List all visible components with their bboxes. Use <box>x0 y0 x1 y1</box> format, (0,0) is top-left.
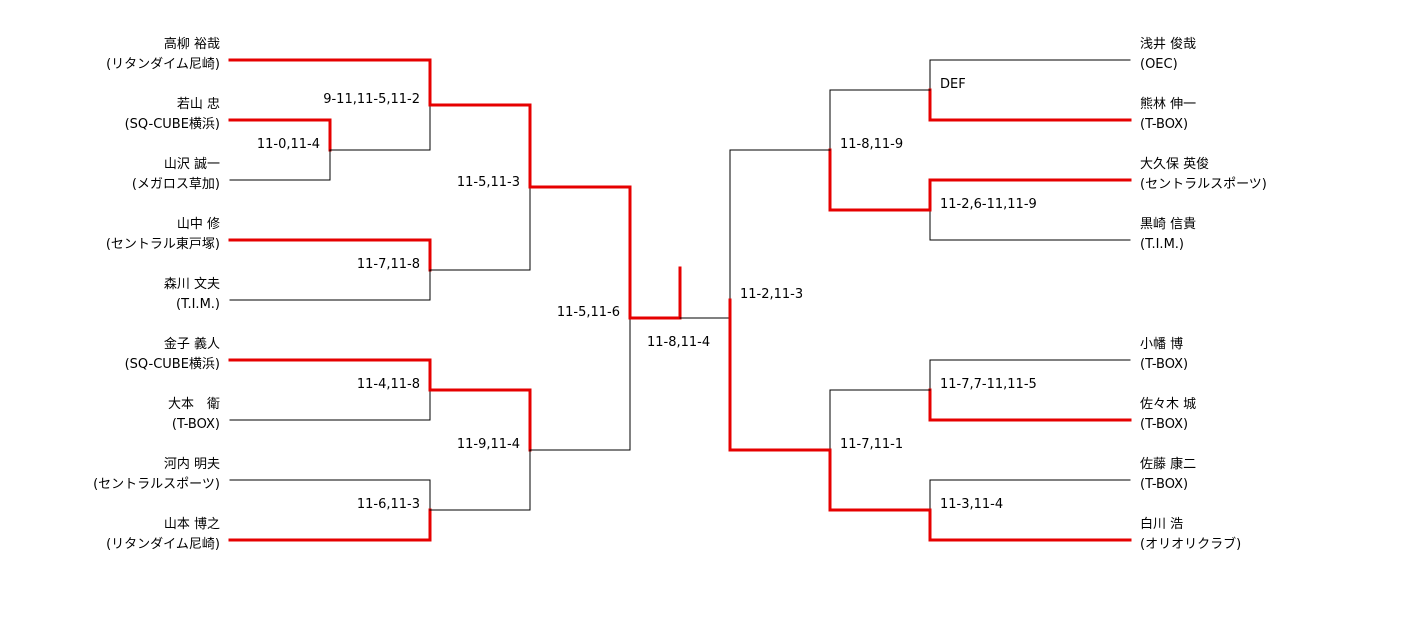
player-name: 佐々木 城 <box>1140 397 1197 412</box>
player-team: (オリオリクラブ) <box>1140 537 1242 552</box>
score-left-r2-1: 11-5,11-3 <box>456 175 520 190</box>
player-left-1: 高柳 裕哉 (リタンダイム尼崎) <box>5 35 220 75</box>
player-name: 山沢 誠一 <box>163 157 220 172</box>
player-right-5: 小幡 博 (T-BOX) <box>1140 335 1400 375</box>
player-team: (メガロス草加) <box>131 177 220 192</box>
player-team: (SQ-CUBE横浜) <box>124 357 220 372</box>
player-name: 小幡 博 <box>1140 337 1184 352</box>
player-name: 白川 浩 <box>1140 517 1184 532</box>
player-left-3: 山沢 誠一 (メガロス草加) <box>5 155 220 195</box>
player-name: 佐藤 康二 <box>1140 457 1197 472</box>
player-name: 森川 文夫 <box>163 277 220 292</box>
player-team: (セントラルスポーツ) <box>93 477 220 492</box>
score-left-r1-2: 11-7,11-8 <box>356 257 420 272</box>
player-right-4: 黒崎 信貴 (T.I.M.) <box>1140 215 1400 255</box>
player-name: 黒崎 信貴 <box>1140 217 1197 232</box>
player-team: (セントラル東戸塚) <box>105 237 220 252</box>
player-name: 浅井 俊哉 <box>1140 37 1197 52</box>
player-left-4: 山中 修 (セントラル東戸塚) <box>5 215 220 255</box>
score-left-r2-2: 11-9,11-4 <box>456 437 520 452</box>
player-right-2: 熊林 伸一 (T-BOX) <box>1140 95 1400 135</box>
score-right-r1-3: 11-7,7-11,11-5 <box>940 377 1037 392</box>
player-name: 熊林 伸一 <box>1140 97 1197 112</box>
score-right-r2-1: 11-8,11-9 <box>840 137 904 152</box>
player-right-7: 佐藤 康二 (T-BOX) <box>1140 455 1400 495</box>
score-right-semi: 11-2,11-3 <box>740 287 804 302</box>
score-final: 11-8,11-4 <box>647 335 711 350</box>
player-right-3: 大久保 英俊 (セントラルスポーツ) <box>1140 155 1400 195</box>
player-left-6: 金子 義人 (SQ-CUBE横浜) <box>5 335 220 375</box>
player-right-8: 白川 浩 (オリオリクラブ) <box>1140 515 1400 555</box>
player-team: (OEC) <box>1140 57 1178 72</box>
player-team: (T-BOX) <box>1140 117 1189 132</box>
player-right-6: 佐々木 城 (T-BOX) <box>1140 395 1400 435</box>
player-team: (T-BOX) <box>1140 477 1189 492</box>
player-left-8: 河内 明夫 (セントラルスポーツ) <box>5 455 220 495</box>
player-team: (T.I.M.) <box>1140 237 1184 252</box>
score-left-r1-3: 11-4,11-8 <box>356 377 420 392</box>
player-team: (リタンダイム尼崎) <box>106 537 220 552</box>
score-left-semi: 11-5,11-6 <box>556 305 620 320</box>
player-team: (T.I.M.) <box>176 297 220 312</box>
player-team: (セントラルスポーツ) <box>1140 177 1267 192</box>
score-right-r2-2: 11-7,11-1 <box>840 437 904 452</box>
player-team: (T-BOX) <box>171 417 220 432</box>
player-name: 大本 衛 <box>167 397 220 412</box>
score-left-r1-4: 11-6,11-3 <box>356 497 420 512</box>
player-team: (リタンダイム尼崎) <box>106 57 220 72</box>
player-name: 河内 明夫 <box>163 457 220 472</box>
score-right-r1-1: DEF <box>940 77 966 92</box>
player-name: 山本 博之 <box>163 517 220 532</box>
player-left-9: 山本 博之 (リタンダイム尼崎) <box>5 515 220 555</box>
player-left-7: 大本 衛 (T-BOX) <box>5 395 220 435</box>
player-team: (T-BOX) <box>1140 417 1189 432</box>
score-right-r1-2: 11-2,6-11,11-9 <box>940 197 1037 212</box>
player-name: 大久保 英俊 <box>1140 157 1210 172</box>
player-name: 金子 義人 <box>163 337 220 352</box>
player-right-1: 浅井 俊哉 (OEC) <box>1140 35 1400 75</box>
score-left-qualifier: 11-0,11-4 <box>256 137 320 152</box>
score-left-r1-1: 9-11,11-5,11-2 <box>323 92 420 107</box>
player-name: 山中 修 <box>176 217 220 232</box>
player-team: (T-BOX) <box>1140 357 1189 372</box>
player-name: 高柳 裕哉 <box>163 37 220 52</box>
player-team: (SQ-CUBE横浜) <box>124 117 220 132</box>
score-right-r1-4: 11-3,11-4 <box>940 497 1004 512</box>
player-name: 若山 忠 <box>176 97 220 112</box>
player-left-2: 若山 忠 (SQ-CUBE横浜) <box>5 95 220 135</box>
player-left-5: 森川 文夫 (T.I.M.) <box>5 275 220 315</box>
